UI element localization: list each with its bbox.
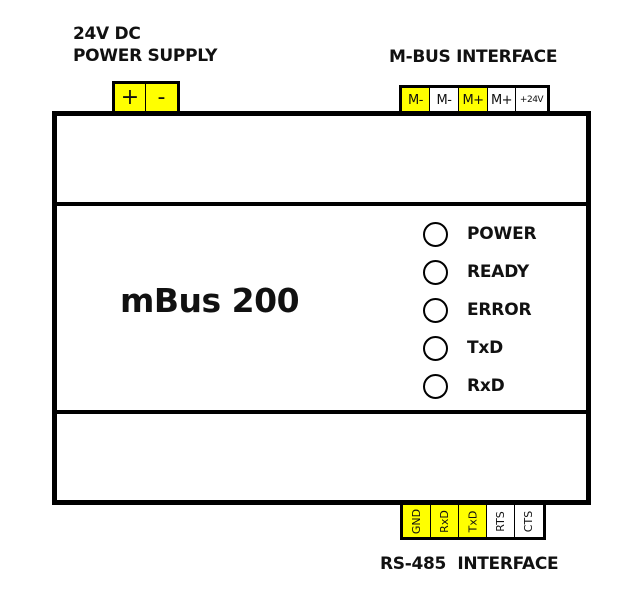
power-supply-label-line1: 24V DC	[73, 24, 141, 44]
rs485-terminal-txd[interactable]: TxD	[459, 505, 487, 537]
led-label: ERROR	[467, 300, 532, 320]
led-label: RxD	[467, 376, 505, 396]
terminal-label: -	[157, 85, 166, 110]
led-row-error: ERROR	[423, 291, 536, 329]
terminal-label: CTS	[522, 510, 536, 532]
led-row-txd: TxD	[423, 329, 536, 367]
mbus-terminal-24v[interactable]: +24V	[516, 88, 547, 112]
ready-led-icon	[423, 259, 448, 285]
bottom-divider	[57, 410, 586, 414]
terminal-label: GND	[409, 508, 423, 534]
power-led-icon	[423, 221, 448, 247]
terminal-label: M-	[408, 92, 423, 108]
device-enclosure: mBus 200 POWER READY ERROR TxD RxD	[52, 111, 591, 505]
led-label: TxD	[467, 338, 504, 358]
rs485-connector: GND RxD TxD RTS CTS	[400, 505, 546, 540]
terminal-label: M+	[462, 92, 484, 108]
power-supply-label-line2: POWER SUPPLY	[73, 46, 218, 66]
power-supply-label: 24V DC POWER SUPPLY	[73, 23, 217, 67]
led-label: POWER	[467, 224, 537, 244]
mbus-terminal-m-plus-2[interactable]: M+	[488, 88, 516, 112]
rs485-terminal-rxd[interactable]: RxD	[431, 505, 459, 537]
rs485-interface-label: RS-485 INTERFACE	[380, 554, 559, 574]
mbus-interface-label: M-BUS INTERFACE	[389, 47, 558, 67]
terminal-label: RTS	[493, 510, 507, 532]
terminal-label: RxD	[438, 509, 451, 533]
rxd-led-icon	[423, 373, 448, 399]
mbus-terminal-m-minus-2[interactable]: M-	[430, 88, 459, 112]
device-title: mBus 200	[120, 281, 300, 320]
rs485-terminal-cts[interactable]: CTS	[515, 505, 543, 537]
top-divider	[57, 202, 586, 206]
led-panel: POWER READY ERROR TxD RxD	[423, 215, 537, 405]
mbus-terminal-m-minus-1[interactable]: M-	[402, 88, 430, 112]
led-row-power: POWER	[423, 215, 537, 253]
mbus-connector: M- M- M+ M+ +24V	[399, 85, 550, 112]
power-terminal-plus[interactable]: +	[115, 84, 146, 111]
mbus-terminal-m-plus-1[interactable]: M+	[459, 88, 488, 112]
terminal-label: TxD	[465, 510, 479, 532]
led-row-rxd: RxD	[423, 367, 536, 405]
error-led-icon	[423, 297, 448, 323]
rs485-terminal-rts[interactable]: RTS	[487, 505, 515, 537]
terminal-label: +24V	[519, 95, 544, 105]
led-label: READY	[467, 262, 530, 282]
led-row-ready: READY	[423, 253, 536, 291]
terminal-label: M+	[490, 92, 513, 108]
power-connector: + -	[112, 81, 180, 111]
txd-led-icon	[423, 335, 448, 361]
terminal-label: +	[120, 85, 140, 110]
power-terminal-minus[interactable]: -	[146, 84, 177, 111]
rs485-terminal-gnd[interactable]: GND	[403, 505, 431, 537]
terminal-label: M-	[436, 92, 452, 108]
